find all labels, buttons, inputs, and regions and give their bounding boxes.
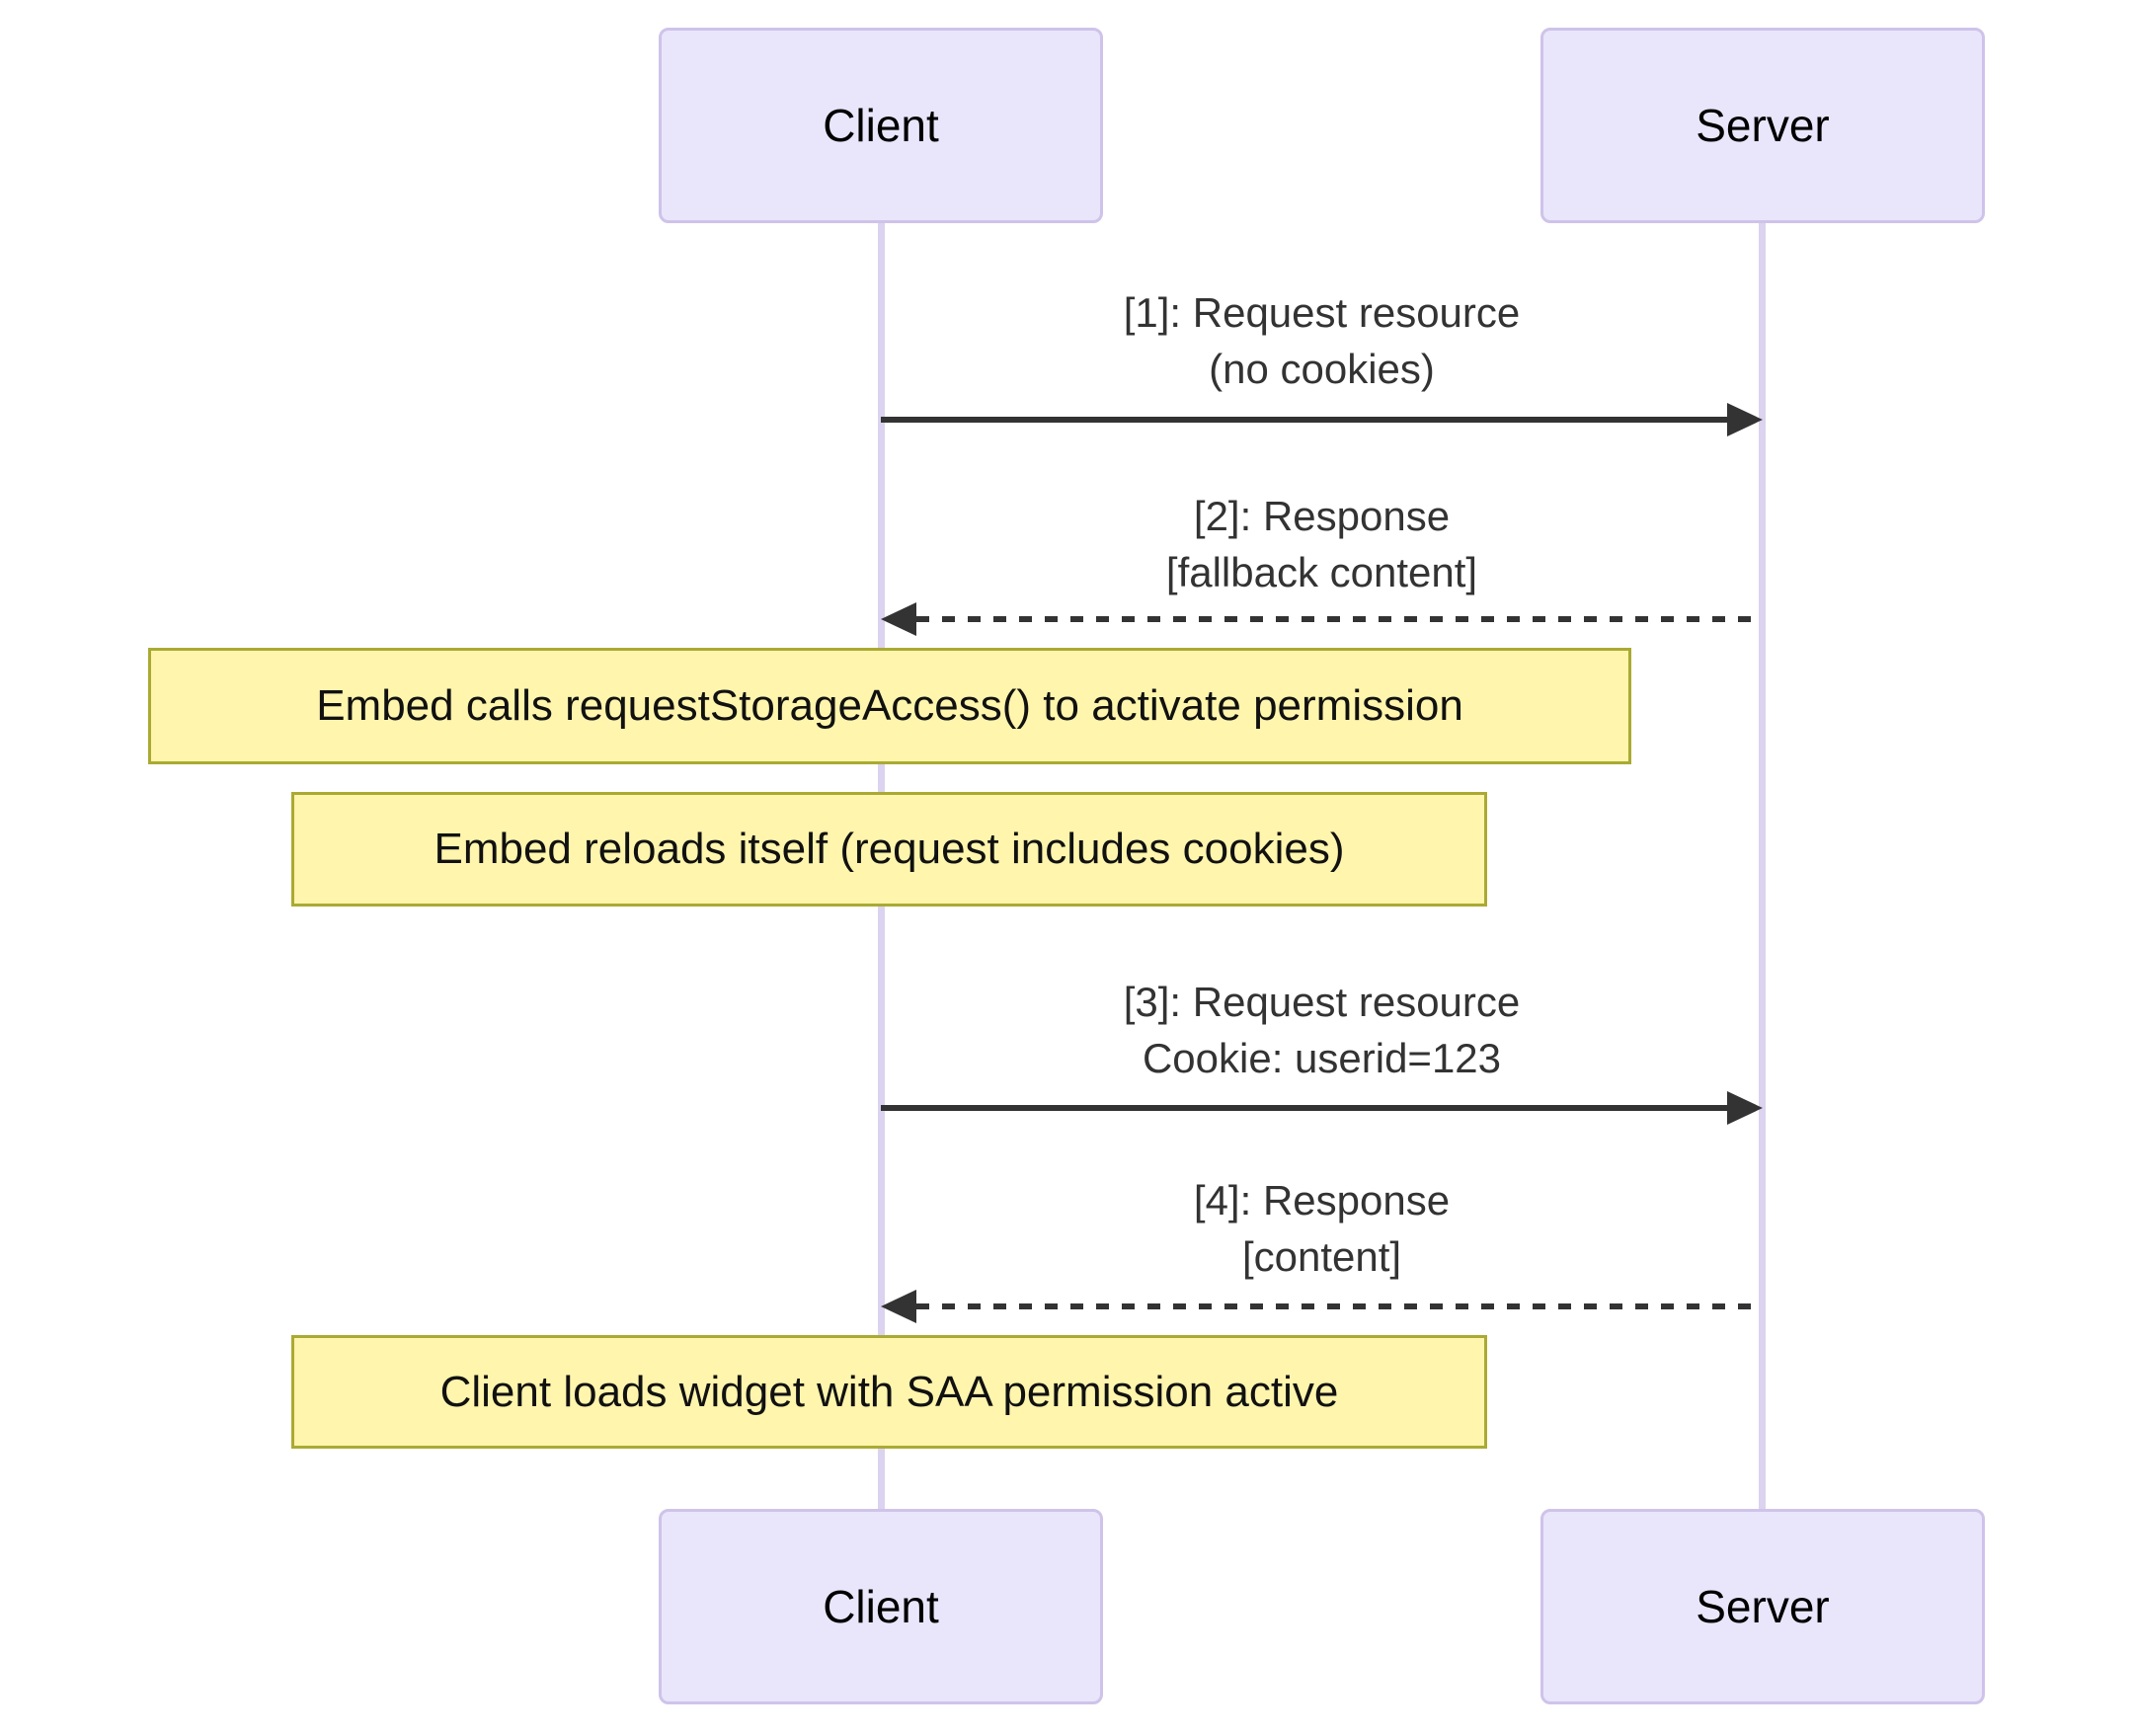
actor-label-server-top: Server	[1696, 100, 1830, 151]
actor-label-client-bottom: Client	[823, 1581, 939, 1632]
actor-box-client-top: Client	[659, 28, 1103, 223]
message-3-line-shape	[881, 1105, 1727, 1111]
message-2-arrowhead-icon	[881, 602, 916, 636]
message-4-line-shape	[916, 1303, 1763, 1309]
message-1-arrowhead-icon	[1727, 403, 1763, 436]
lifeline-server	[1759, 223, 1766, 1509]
actor-label-server-bottom: Server	[1696, 1581, 1830, 1632]
message-2-label: [2]: Response [fallback content]	[881, 488, 1763, 600]
actor-box-client-bottom: Client	[659, 1509, 1103, 1704]
message-3-line2: Cookie: userid=123	[1142, 1035, 1502, 1081]
note-embed-calls-rsa: Embed calls requestStorageAccess() to ac…	[148, 648, 1631, 764]
actor-box-server-top: Server	[1540, 28, 1985, 223]
message-1-line1: [1]: Request resource	[1123, 289, 1521, 336]
message-4-line2: [content]	[1241, 1233, 1402, 1280]
actor-label-client-top: Client	[823, 100, 939, 151]
message-1-label: [1]: Request resource (no cookies)	[881, 284, 1763, 397]
message-1-line-shape	[881, 417, 1727, 423]
message-2-line1: [2]: Response	[1193, 493, 1451, 539]
message-2-line-shape	[916, 616, 1763, 622]
message-2-line2: [fallback content]	[1165, 549, 1478, 595]
message-1-line2: (no cookies)	[1209, 346, 1435, 392]
message-3-line1: [3]: Request resource	[1123, 979, 1521, 1025]
actor-box-server-bottom: Server	[1540, 1509, 1985, 1704]
note-3-text: Client loads widget with SAA permission …	[439, 1367, 1339, 1416]
message-3-label: [3]: Request resource Cookie: userid=123	[881, 974, 1763, 1086]
note-2-text: Embed reloads itself (request includes c…	[434, 825, 1345, 873]
message-4-line1: [4]: Response	[1193, 1177, 1451, 1223]
note-1-text: Embed calls requestStorageAccess() to ac…	[316, 681, 1463, 730]
message-3-arrowhead-icon	[1727, 1091, 1763, 1125]
note-embed-reloads: Embed reloads itself (request includes c…	[291, 792, 1487, 907]
note-client-loads-widget: Client loads widget with SAA permission …	[291, 1335, 1487, 1449]
message-4-arrowhead-icon	[881, 1290, 916, 1323]
message-4-label: [4]: Response [content]	[881, 1172, 1763, 1285]
